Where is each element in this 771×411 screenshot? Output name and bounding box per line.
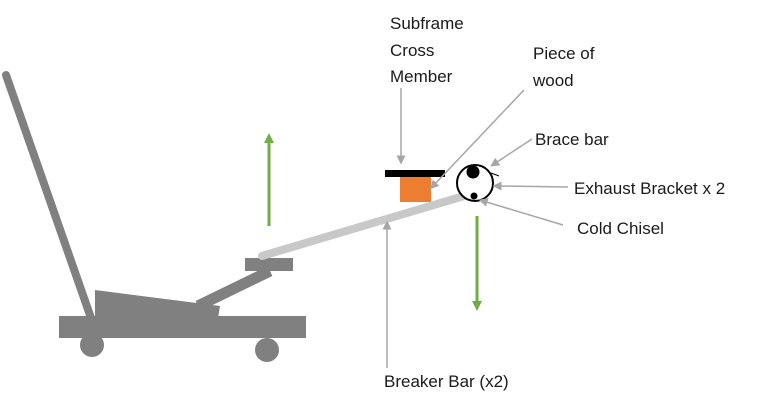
label-subframe-line1: Subframe [390, 14, 464, 33]
callout-arrows [382, 88, 569, 368]
label-brace-bar: Brace bar [535, 130, 609, 149]
label-subframe-line3: Member [390, 67, 453, 86]
breaker-bar [258, 192, 468, 260]
jack-handle [2, 71, 95, 322]
jack-body [95, 290, 220, 318]
exhaust-callout-arrow [492, 181, 569, 191]
label-cold-chisel: Cold Chisel [577, 219, 664, 238]
piece-of-wood [400, 177, 431, 202]
label-breaker-bar: Breaker Bar (x2) [384, 372, 509, 391]
cold-chisel [470, 192, 478, 200]
chisel-callout-arrow [478, 197, 564, 226]
brace-assembly [456, 164, 500, 202]
label-wood-line1: Piece of [533, 44, 595, 63]
floor-jack [2, 71, 306, 362]
brace-callout-arrow [490, 138, 533, 167]
jack-lift-arm [195, 266, 273, 311]
label-exhaust-bracket: Exhaust Bracket x 2 [574, 179, 726, 198]
subframe-cross-member [385, 170, 445, 177]
label-subframe-line2: Cross [390, 41, 435, 60]
exhaust-bracket [466, 165, 480, 179]
jack-wheel-left [80, 333, 104, 357]
brace-tick [490, 172, 500, 177]
wood-callout-arrow [429, 89, 525, 190]
label-wood-line2: wood [533, 71, 574, 90]
jack-wheel-right [255, 338, 279, 362]
jack-base [59, 316, 306, 338]
jack-saddle [245, 258, 293, 271]
